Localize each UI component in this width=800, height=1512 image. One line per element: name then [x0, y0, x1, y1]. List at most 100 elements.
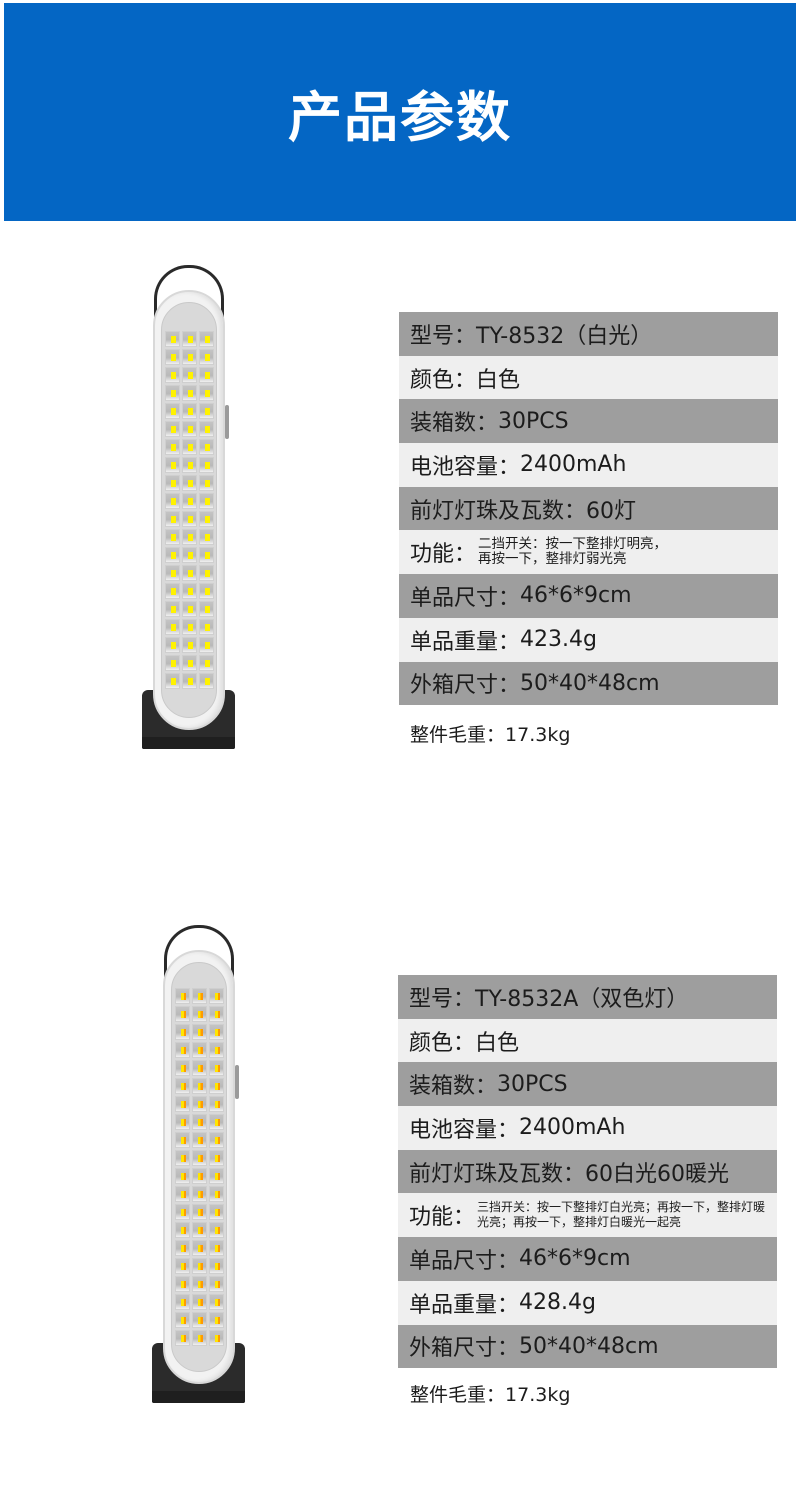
led-chip-icon	[170, 624, 176, 631]
led-bead	[174, 1024, 190, 1040]
led-chip-icon	[197, 1083, 203, 1090]
product-image-lamp-white	[142, 265, 236, 751]
led-bead	[181, 403, 197, 419]
led-bead	[181, 547, 197, 563]
led-chip-icon	[170, 480, 176, 487]
led-chip-icon	[180, 1245, 186, 1252]
led-chip-icon	[204, 606, 210, 613]
spec-label: 颜色：	[409, 1030, 476, 1056]
led-bead	[198, 367, 214, 383]
led-bead	[198, 493, 214, 509]
led-bead	[208, 988, 224, 1004]
led-bead	[208, 1294, 224, 1310]
led-bead	[181, 457, 197, 473]
led-bead	[174, 1312, 190, 1328]
led-bead	[181, 511, 197, 527]
led-bead	[208, 1168, 224, 1184]
led-chip-icon	[170, 534, 176, 541]
led-chip-icon	[204, 426, 210, 433]
spec-value: 三挡开关：按一下整排灯白光亮；再按一下，整排灯暖光亮；再按一下，整排灯白暖光一起…	[477, 1200, 766, 1230]
led-bead	[208, 1096, 224, 1112]
led-chip-icon	[170, 642, 176, 649]
led-bead	[198, 421, 214, 437]
led-chip-icon	[204, 642, 210, 649]
led-bead	[181, 637, 197, 653]
led-bead	[191, 1006, 207, 1022]
led-chip-icon	[170, 498, 176, 505]
led-chip-icon	[187, 372, 193, 379]
led-bead	[181, 349, 197, 365]
led-chip-icon	[197, 1137, 203, 1144]
spec-value: 60白光60暖光	[585, 1161, 730, 1187]
led-chip-icon	[187, 354, 193, 361]
led-chip-icon	[214, 1209, 220, 1216]
led-chip-icon	[204, 408, 210, 415]
led-bead	[181, 367, 197, 383]
led-bead	[181, 601, 197, 617]
led-chip-icon	[187, 606, 193, 613]
led-bead	[174, 1168, 190, 1184]
led-bead	[198, 475, 214, 491]
led-bead	[174, 1258, 190, 1274]
led-chip-icon	[214, 1083, 220, 1090]
led-bead	[174, 1204, 190, 1220]
led-bead	[164, 331, 180, 347]
led-chip-icon	[180, 1263, 186, 1270]
product-image-lamp-dual	[152, 925, 246, 1405]
led-bead	[208, 1024, 224, 1040]
led-bead	[174, 1042, 190, 1058]
spec-table-1: 型号：TY-8532（白光） 颜色：白色 装箱数：30PCS 电池容量：2400…	[399, 312, 778, 706]
gross-weight-label: 整件毛重：	[410, 1384, 506, 1406]
led-bead	[198, 385, 214, 401]
led-chip-icon	[170, 588, 176, 595]
led-chip-icon	[214, 1317, 220, 1324]
led-bead	[164, 385, 180, 401]
led-chip-icon	[180, 1209, 186, 1216]
led-chip-icon	[187, 534, 193, 541]
led-chip-icon	[180, 1227, 186, 1234]
led-chip-icon	[214, 1335, 220, 1342]
led-bead	[181, 619, 197, 635]
led-chip-icon	[204, 444, 210, 451]
led-chip-icon	[197, 1155, 203, 1162]
spec-label: 功能：	[409, 1205, 476, 1231]
led-chip-icon	[204, 390, 210, 397]
spec-row-unit-size: 单品尺寸：46*6*9cm	[399, 574, 778, 618]
spec-row-function: 功能：二挡开关：按一下整排灯明亮，再按一下，整排灯弱光亮	[399, 530, 778, 575]
led-chip-icon	[170, 390, 176, 397]
led-bead	[174, 1114, 190, 1130]
led-bead	[208, 1222, 224, 1238]
led-chip-icon	[197, 1227, 203, 1234]
spec-row-battery: 电池容量：2400mAh	[399, 443, 778, 487]
led-chip-icon	[214, 1263, 220, 1270]
led-bead	[198, 583, 214, 599]
led-chip-icon	[180, 1155, 186, 1162]
led-chip-icon	[204, 660, 210, 667]
led-bead	[174, 1222, 190, 1238]
spec-row-leds: 前灯灯珠及瓦数：60灯	[399, 486, 778, 531]
led-panel	[161, 302, 217, 718]
led-chip-icon	[214, 1245, 220, 1252]
led-chip-icon	[187, 588, 193, 595]
led-chip-icon	[187, 462, 193, 469]
led-bead	[191, 1186, 207, 1202]
led-bead	[174, 1240, 190, 1256]
led-bead	[208, 1240, 224, 1256]
led-chip-icon	[197, 1119, 203, 1126]
led-bead	[198, 655, 214, 671]
led-chip-icon	[187, 678, 193, 685]
led-bead	[191, 1276, 207, 1292]
led-bead	[174, 1150, 190, 1166]
lamp-switch	[225, 405, 229, 439]
lamp-handle	[164, 925, 234, 995]
led-chip-icon	[197, 1245, 203, 1252]
led-chip-icon	[197, 1317, 203, 1324]
led-bead	[164, 475, 180, 491]
spec-value: 30PCS	[498, 408, 569, 434]
spec-row-unit-weight: 单品重量：423.4g	[399, 617, 778, 662]
led-chip-icon	[204, 534, 210, 541]
led-bead	[191, 1042, 207, 1058]
led-bead	[181, 655, 197, 671]
led-bead	[191, 988, 207, 1004]
led-chip-icon	[197, 1263, 203, 1270]
